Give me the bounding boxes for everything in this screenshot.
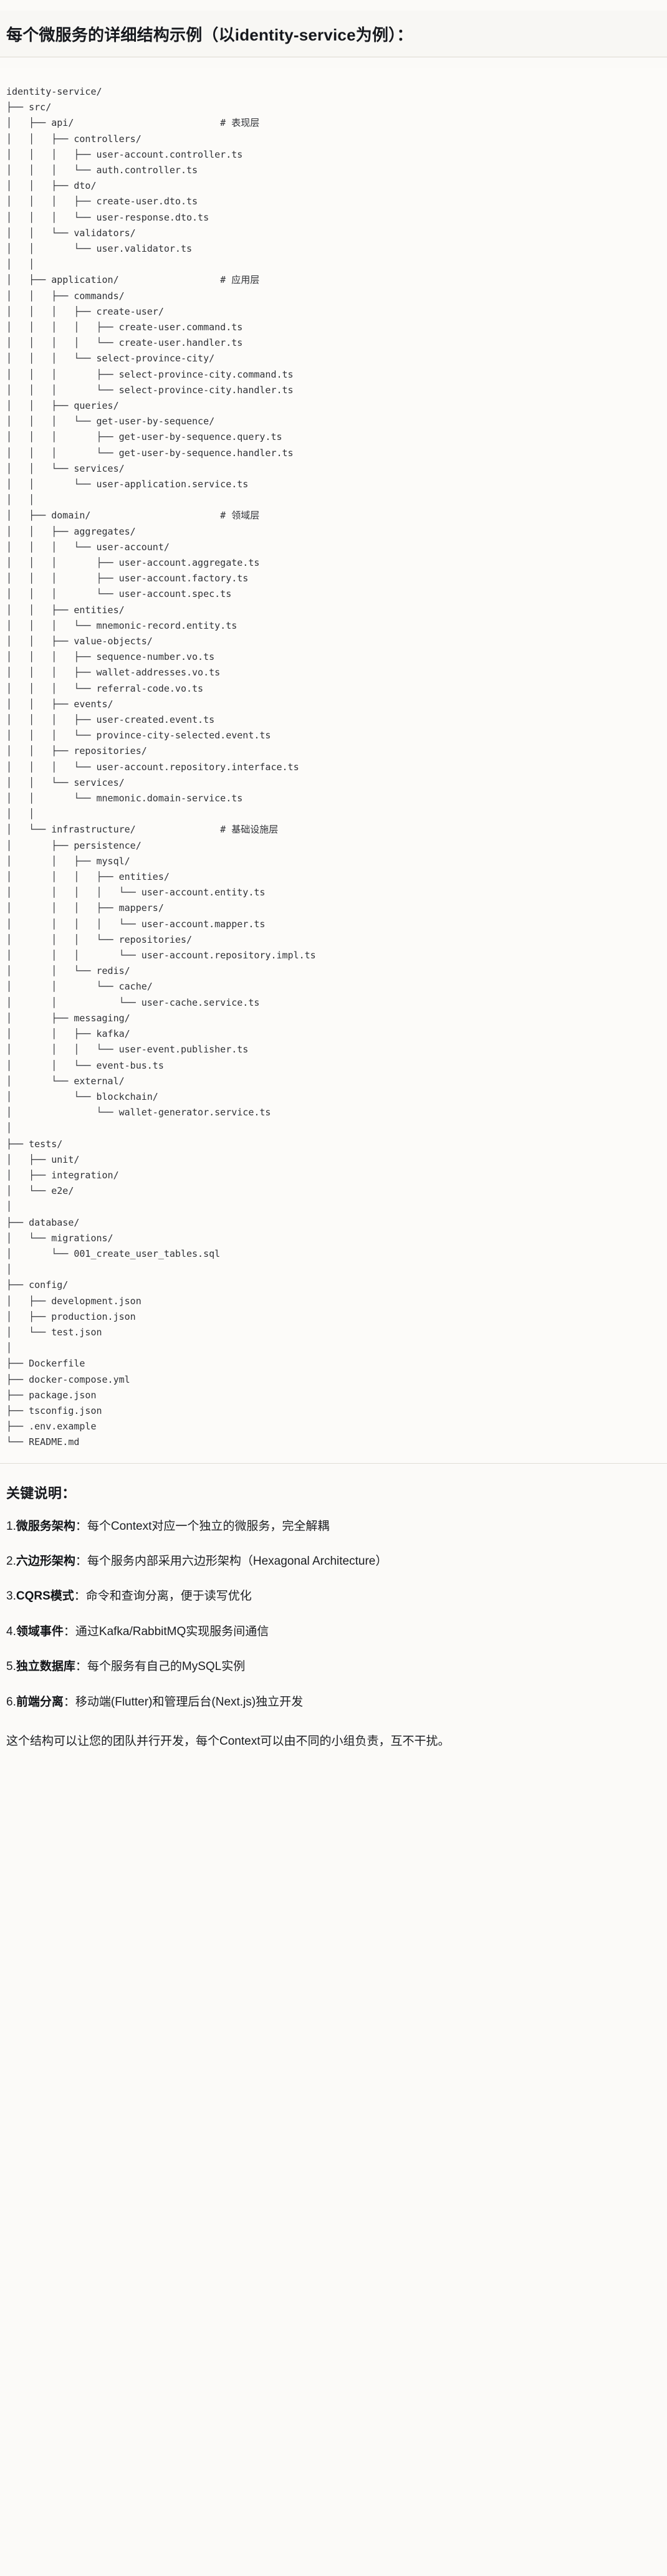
list-item: 5.独立数据库：每个服务有自己的MySQL实例: [6, 1658, 658, 1676]
document-page: 每个微服务的详细结构示例（以identity-service为例）： ident…: [0, 11, 667, 1770]
list-item: 1.微服务架构：每个Context对应一个独立的微服务，完全解耦: [6, 1517, 658, 1535]
note-separator: ：: [74, 1590, 86, 1603]
note-number: 5.: [6, 1660, 16, 1674]
note-body: 每个服务有自己的MySQL实例: [87, 1660, 246, 1674]
note-separator: ：: [75, 1519, 87, 1533]
note-number: 4.: [6, 1624, 16, 1638]
note-term: CQRS模式: [16, 1590, 74, 1603]
note-term: 六边形架构: [16, 1555, 75, 1568]
closing-paragraph: 这个结构可以让您的团队并行开发，每个Context可以由不同的小组负责，互不干扰…: [6, 1735, 450, 1748]
key-notes-section: 关键说明： 1.微服务架构：每个Context对应一个独立的微服务，完全解耦 2…: [0, 1463, 667, 1770]
note-body: 每个Context对应一个独立的微服务，完全解耦: [87, 1519, 330, 1533]
page-title: 每个微服务的详细结构示例（以identity-service为例）：: [0, 11, 667, 57]
note-term: 独立数据库: [16, 1660, 75, 1674]
note-term: 微服务架构: [16, 1519, 75, 1533]
note-number: 2.: [6, 1555, 16, 1568]
key-notes-title: 关键说明：: [6, 1485, 76, 1501]
directory-tree: identity-service/ ├── src/ │ ├── api/ # …: [6, 85, 316, 1448]
list-item: 6.前端分离：移动端(Flutter)和管理后台(Next.js)独立开发: [6, 1693, 658, 1711]
key-notes-list: 1.微服务架构：每个Context对应一个独立的微服务，完全解耦 2.六边形架构…: [6, 1517, 658, 1712]
note-number: 6.: [6, 1695, 16, 1709]
list-item: 4.领域事件：通过Kafka/RabbitMQ实现服务间通信: [6, 1623, 658, 1641]
note-separator: ：: [63, 1695, 75, 1709]
note-body: 移动端(Flutter)和管理后台(Next.js)独立开发: [75, 1695, 304, 1709]
directory-tree-block: identity-service/ ├── src/ │ ├── api/ # …: [0, 67, 667, 1464]
note-number: 3.: [6, 1590, 16, 1603]
note-separator: ：: [75, 1555, 87, 1568]
note-body: 每个服务内部采用六边形架构（Hexagonal Architecture）: [87, 1555, 388, 1568]
note-body: 通过Kafka/RabbitMQ实现服务间通信: [75, 1624, 269, 1638]
note-term: 前端分离: [16, 1695, 64, 1709]
list-item: 3.CQRS模式：命令和查询分离，便于读写优化: [6, 1587, 658, 1605]
note-term: 领域事件: [16, 1624, 64, 1638]
note-number: 1.: [6, 1519, 16, 1533]
list-item: 2.六边形架构：每个服务内部采用六边形架构（Hexagonal Architec…: [6, 1552, 658, 1570]
note-separator: ：: [75, 1660, 87, 1674]
note-separator: ：: [63, 1624, 75, 1638]
note-body: 命令和查询分离，便于读写优化: [85, 1590, 252, 1603]
